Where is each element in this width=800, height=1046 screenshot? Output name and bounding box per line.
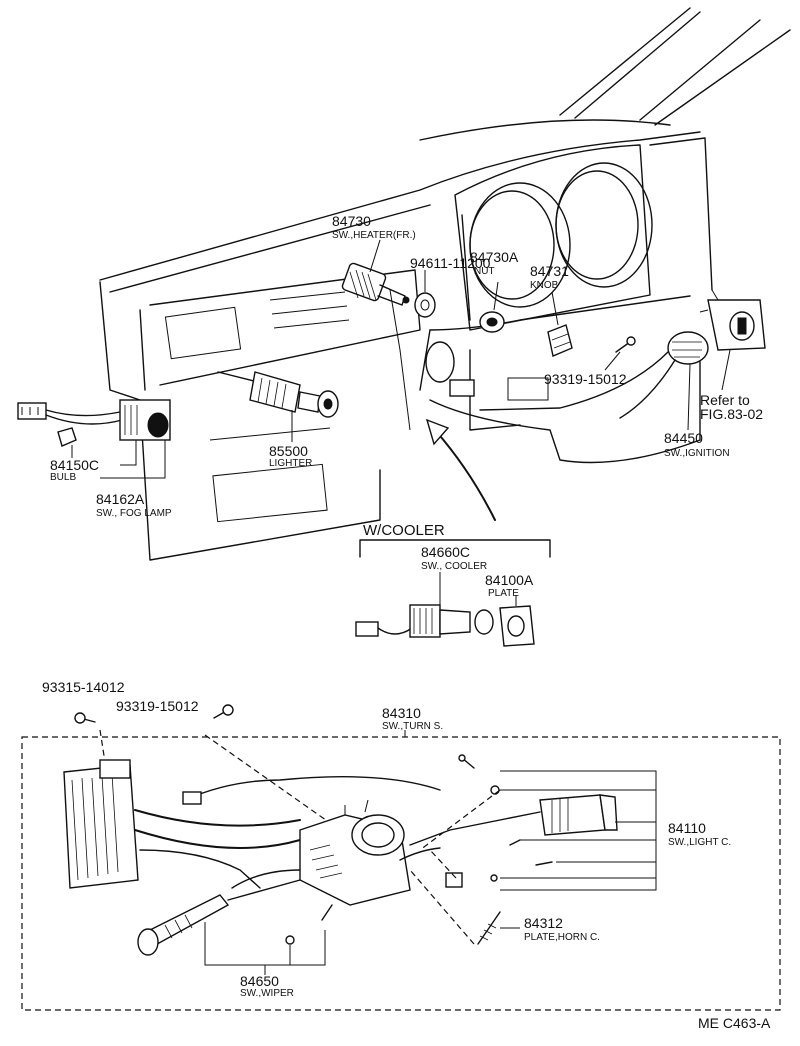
figure-code: ME C463-A (698, 1015, 771, 1031)
part-84730-name: SW.,HEATER(FR.) (332, 230, 416, 241)
refer-line-1: Refer to (700, 392, 750, 408)
part-84100a-number: 84100A (485, 572, 534, 588)
part-84450-name: SW.,IGNITION (664, 448, 730, 459)
heater-switch-drawing (341, 239, 410, 306)
part-84162a-number: 84162A (96, 491, 145, 507)
part-84150c-number: 84150C (50, 457, 99, 473)
part-84310-number: 84310 (382, 705, 421, 721)
ignition-switch-drawing (449, 331, 709, 431)
part-84650-number: 84650 (240, 973, 279, 989)
turn-switch-assembly-drawing (21, 704, 781, 1011)
lock-cylinder-drawing (699, 289, 766, 391)
nut-94611-drawing (414, 270, 436, 318)
part-84650-name: SW.,WIPER (240, 988, 294, 999)
part-94611-number: 94611-11200 (410, 255, 491, 271)
fog-lamp-switch-drawing (17, 399, 171, 479)
part-93315-number: 93315-14012 (42, 679, 125, 695)
part-84110-name: SW.,LIGHT C. (668, 837, 731, 848)
screw-93319-top-drawing (604, 336, 636, 371)
lighter-drawing (217, 371, 339, 442)
cooler-switch-drawing (355, 539, 551, 647)
part-84162a-name: SW., FOG LAMP (96, 508, 172, 519)
part-84730a-number: 84730A (470, 249, 519, 265)
part-84730-number: 84730 (332, 213, 371, 229)
dashboard-illustration (99, 7, 791, 561)
part-84312-number: 84312 (524, 915, 563, 931)
part-84150c-name: BULB (50, 472, 76, 483)
part-84660c-number: 84660C (421, 544, 470, 560)
part-84660c-name: SW., COOLER (421, 561, 487, 572)
cooler-heading: W/COOLER (363, 522, 445, 539)
part-84310-name: SW.,TURN S. (382, 721, 443, 732)
part-85500-number: 85500 (269, 443, 308, 459)
part-84730a-name: NUT (474, 266, 495, 277)
part-85500-name: LIGHTER (269, 458, 312, 469)
nut-84730a-drawing (479, 281, 505, 333)
knob-drawing (547, 291, 573, 357)
part-84312-name: PLATE,HORN C. (524, 932, 600, 943)
refer-line-2: FIG.83-02 (700, 406, 763, 422)
part-84731-number: 84731 (530, 263, 569, 279)
part-84110-number: 84110 (668, 820, 706, 836)
part-93319-top-number: 93319-15012 (544, 371, 627, 387)
part-93319-bottom-number: 93319-15012 (116, 698, 199, 714)
part-84450-number: 84450 (664, 430, 703, 446)
part-84100a-name: PLATE (488, 588, 519, 599)
part-84731-name: KNOB (530, 280, 559, 291)
